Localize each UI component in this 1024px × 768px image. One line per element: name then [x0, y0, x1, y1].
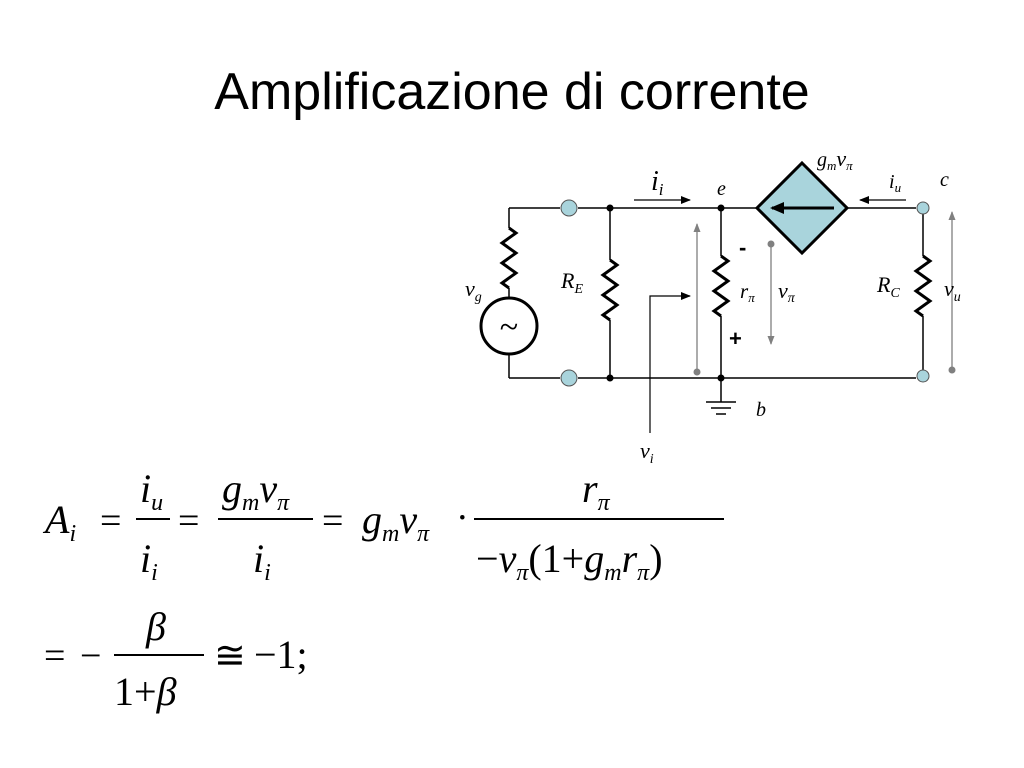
eq2-approx: ≅ — [214, 635, 246, 677]
resistor-rpi — [711, 254, 731, 318]
eq2-denominator: 1+β — [114, 669, 177, 714]
eq2-result: −1; — [254, 632, 308, 677]
eq-frac1-denominator: ii — [140, 536, 158, 586]
output-terminal-bottom — [916, 369, 930, 383]
label-vi: vi — [640, 438, 654, 467]
ac-source: ~ — [479, 296, 539, 356]
label-rc: RC — [876, 272, 900, 301]
eq-frac3-numerator: rπ — [582, 466, 611, 516]
eq-equals-3: = — [322, 500, 343, 542]
label-vu: vu — [944, 276, 961, 305]
label-vg: vg — [465, 276, 482, 305]
label-node-c: c — [940, 169, 949, 191]
label-node-b: b — [756, 399, 766, 421]
input-terminal-bottom — [560, 369, 578, 387]
circuit-diagram: ~ — [465, 146, 961, 467]
output-terminal-top — [916, 201, 930, 215]
eq-frac2-numerator: gmvπ — [222, 466, 290, 516]
label-output-current: iu — [889, 171, 902, 195]
junction-dots — [606, 204, 725, 382]
label-vpi: vπ — [778, 278, 796, 306]
eq-current-gain: Ai — [42, 497, 76, 547]
eq2-equals: = — [44, 635, 65, 677]
polarity-plus: + — [729, 326, 742, 351]
label-gm-vpi: gmvπ — [817, 146, 853, 173]
resistor-rc — [913, 254, 933, 318]
eq-frac3-denominator: −vπ(1+gmrπ) — [476, 536, 663, 586]
resistor-source — [499, 226, 519, 290]
dependent-current-source — [754, 160, 850, 256]
eq2-numerator: β — [145, 604, 166, 649]
polarity-minus: - — [739, 235, 746, 260]
eq-equals-2: = — [178, 500, 199, 542]
eq-frac1-numerator: iu — [140, 466, 163, 516]
ac-source-symbol: ~ — [500, 309, 518, 346]
eq-dot: · — [456, 497, 469, 539]
label-input-current: ii — [651, 166, 664, 199]
label-rpi: rπ — [740, 279, 755, 305]
equation-line-2: = − β 1+β ≅ −1; — [44, 604, 308, 714]
resistor-re — [600, 258, 620, 322]
slide-title: Amplificazione di corrente — [214, 63, 810, 121]
input-terminal-top — [560, 199, 578, 217]
label-re: RE — [560, 268, 583, 297]
equation-line-1: Ai = iu ii = gmvπ ii = gmvπ · rπ −vπ(1+g… — [42, 466, 724, 586]
label-node-e: e — [717, 178, 726, 200]
eq-equals-1: = — [100, 500, 121, 542]
vi-pointer-arrow — [649, 292, 691, 433]
eq2-minus: − — [80, 635, 101, 677]
voltage-arrows — [693, 211, 956, 376]
wires — [508, 207, 924, 415]
eq-gm-vpi: gmvπ — [362, 497, 430, 547]
eq-frac2-denominator: ii — [253, 536, 271, 586]
